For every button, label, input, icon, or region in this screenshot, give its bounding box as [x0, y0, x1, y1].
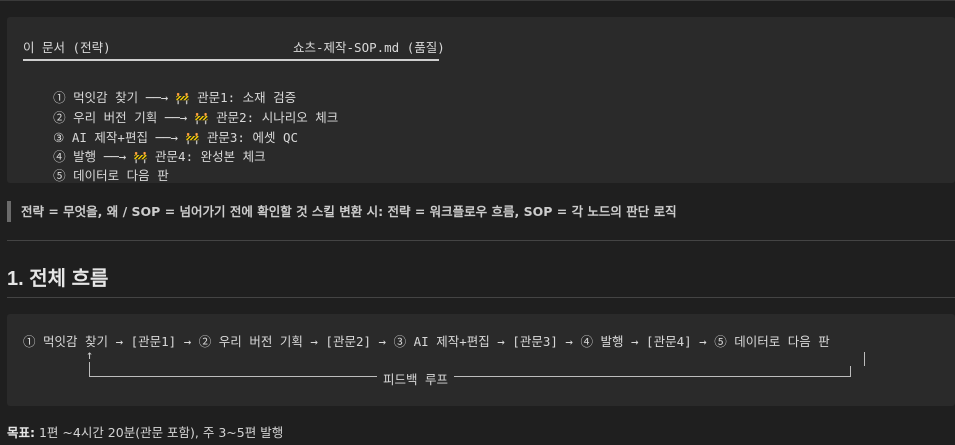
top-divider	[0, 0, 955, 1]
feedback-bottom-line	[89, 376, 851, 377]
step-3: ③ AI 제작+편집 ──→ 🚧 관문3: 에셋 QC	[23, 111, 298, 166]
feedback-right-line	[864, 352, 865, 366]
construction-barrier-icon: 🚧	[133, 151, 148, 164]
construction-barrier-icon: 🚧	[194, 112, 209, 125]
gate-check: 시나리오 체크	[261, 110, 339, 125]
step-number: ①	[53, 90, 66, 105]
gate-check: 에셋 QC	[252, 130, 299, 145]
flow-code-block: ① 먹잇감 찾기 → [관문1] → ② 우리 버전 기획 → [관문2] → …	[7, 314, 955, 406]
flow-line: ① 먹잇감 찾기 → [관문1] → ② 우리 버전 기획 → [관문2] → …	[23, 334, 830, 349]
goal-text: 1편 ~4시간 20분(관문 포함), 주 3~5편 발행	[35, 425, 284, 440]
step-task: 데이터로 다음 판	[73, 168, 169, 183]
step-2: ② 우리 버전 기획 ──→ 🚧 관문2: 시나리오 체크	[23, 91, 338, 146]
strategy-header: 이 문서 (전략)	[23, 40, 111, 55]
construction-barrier-icon: 🚧	[185, 132, 200, 145]
goal-label: 목표:	[7, 425, 35, 440]
section-heading: 1. 전체 흐름	[7, 268, 109, 290]
step-1: ① 먹잇감 찾기 ──→ 🚧 관문1: 소재 검증	[23, 71, 296, 126]
step-number: ④	[53, 149, 66, 164]
step-arrow: ──→	[145, 90, 169, 105]
step-number: ③	[53, 130, 65, 145]
step-number: ⑤	[53, 168, 66, 183]
step-number: ②	[53, 110, 66, 125]
step-5: ⑤ 데이터로 다음 판	[23, 149, 169, 203]
gate-label: 관문1:	[197, 90, 236, 105]
step-arrow: ──→	[164, 110, 188, 125]
section-divider-top	[7, 240, 955, 241]
feedback-loop-label: 피드백 루프	[377, 369, 455, 388]
gate-label: 관문4:	[155, 149, 194, 164]
step-task: 발행	[73, 149, 97, 164]
gate-label: 관문2:	[216, 110, 255, 125]
step-task: 우리 버전 기획	[73, 110, 158, 125]
feedback-left-line	[89, 362, 90, 376]
strategy-sop-quote: 전략 = 무엇을, 왜 / SOP = 넘어가기 전에 확인할 것 스킬 변환 …	[7, 201, 955, 222]
construction-barrier-icon: 🚧	[175, 92, 190, 105]
gate-check: 완성본 체크	[200, 149, 266, 164]
step-arrow: ──→	[103, 149, 127, 164]
feedback-up-arrow: ↑	[86, 348, 94, 362]
gate-check: 소재 검증	[242, 90, 297, 105]
sop-header: 쇼츠-제작-SOP.md (품질)	[293, 40, 445, 55]
gate-label: 관문3:	[206, 130, 245, 145]
header-underline	[23, 59, 439, 61]
step-task: 먹잇감 찾기	[73, 90, 139, 105]
section-divider-bottom	[7, 297, 955, 298]
step-task: AI 제작+편집	[71, 130, 148, 145]
strategy-code-block: 이 문서 (전략) 쇼츠-제작-SOP.md (품질) ① 먹잇감 찾기 ──→…	[7, 17, 955, 183]
step-4: ④ 발행 ──→ 🚧 관문4: 완성본 체크	[23, 130, 266, 185]
step-arrow: ──→	[155, 130, 179, 145]
goal-line: 목표: 1편 ~4시간 20분(관문 포함), 주 3~5편 발행	[7, 422, 283, 441]
feedback-right-corner	[850, 366, 851, 377]
